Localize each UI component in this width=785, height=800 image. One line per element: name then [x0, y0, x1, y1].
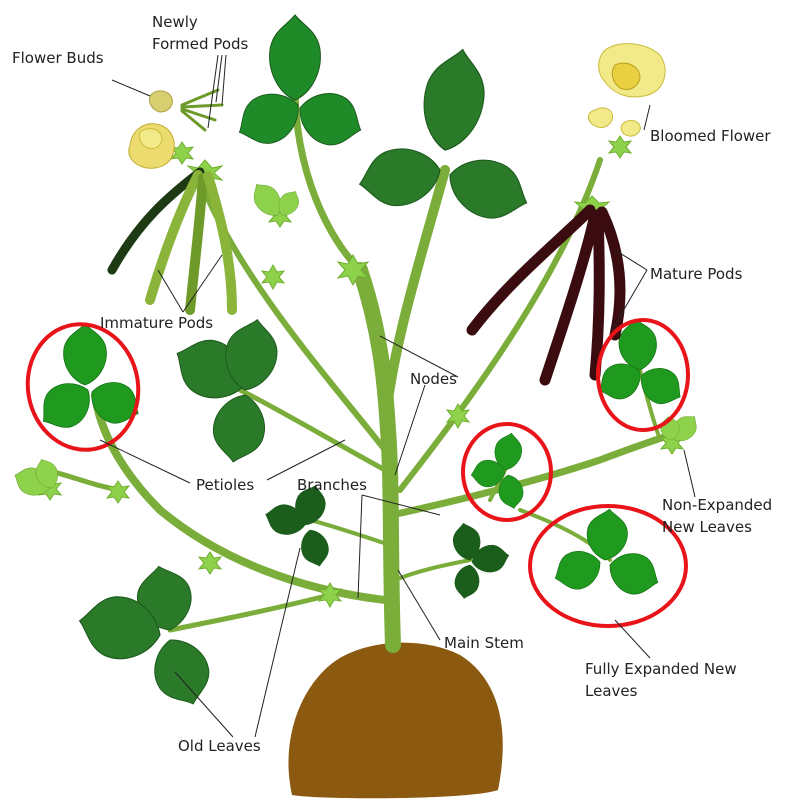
node: [262, 265, 284, 289]
leaf: [145, 631, 219, 713]
mature-pods: [472, 210, 620, 380]
label-fully-expanded-line2: Leaves: [585, 682, 638, 700]
label-immature-pods: Immature Pods: [100, 314, 213, 332]
node: [609, 136, 631, 158]
petiole-bottom-left: [170, 595, 330, 630]
bloomed-flower: [588, 44, 665, 136]
label-bloomed-flower: Bloomed Flower: [650, 127, 771, 145]
label-newly-formed-pods-line2: Formed Pods: [152, 35, 249, 53]
label-main-stem: Main Stem: [444, 634, 524, 652]
leaf: [297, 527, 333, 570]
leaf: [452, 563, 482, 601]
leaf: [64, 324, 107, 385]
label-flower-buds: Flower Buds: [12, 49, 104, 67]
node: [199, 552, 221, 574]
label-mature-pods: Mature Pods: [650, 265, 743, 283]
label-non-expanded-line2: New Leaves: [662, 518, 752, 536]
immature-pod: [208, 176, 232, 310]
leaf: [585, 507, 629, 561]
mature-pod: [595, 215, 599, 375]
flower-buds: [129, 91, 175, 168]
node: [107, 481, 129, 503]
label-non-expanded-line1: Non-Expanded: [662, 496, 772, 514]
newly-formed-pods: [182, 90, 222, 130]
leaf: [440, 149, 536, 230]
leaf: [416, 44, 492, 155]
label-fully-expanded-line1: Fully Expanded New: [585, 660, 737, 678]
label-nodes: Nodes: [410, 370, 457, 388]
label-old-leaves: Old Leaves: [178, 737, 261, 755]
label-petioles: Petioles: [196, 476, 254, 494]
leaf: [270, 15, 321, 100]
label-branches: Branches: [297, 476, 367, 494]
immature-pods: [112, 172, 232, 310]
soil-mound: [288, 643, 502, 799]
label-newly-formed-pods-line1: Newly: [152, 13, 198, 31]
old-leaves: [74, 15, 536, 713]
mature-pod: [602, 212, 620, 335]
